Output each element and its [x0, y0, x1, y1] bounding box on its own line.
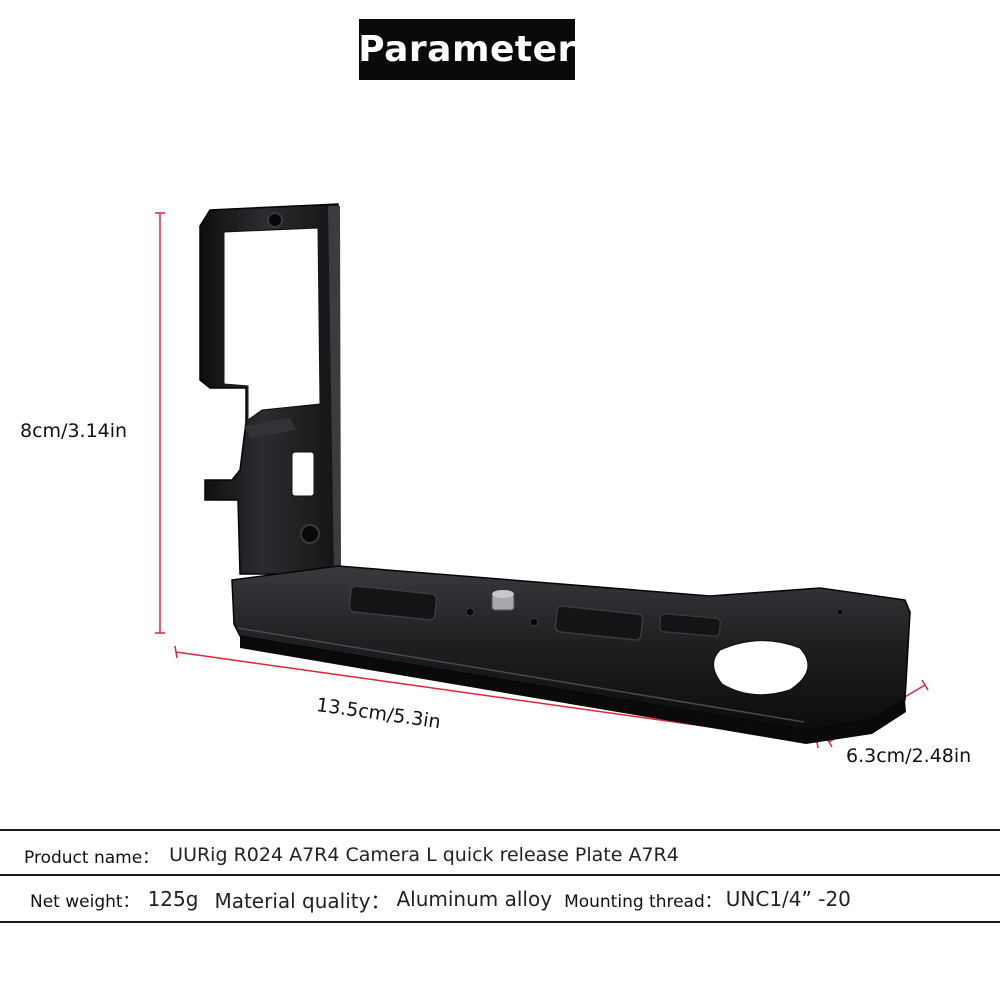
product-illustration — [155, 203, 929, 749]
material-label: Material quality： — [214, 888, 391, 913]
product-name-value: UURig R024 A7R4 Camera L quick release P… — [169, 844, 679, 866]
net-weight-label: Net weight： — [30, 891, 140, 912]
net-weight-value: 125g — [147, 887, 199, 911]
heading: Parameter — [358, 29, 576, 70]
spec-table-middle-rule — [0, 874, 1000, 876]
dimension-height-label: 8cm/3.14in — [20, 420, 128, 442]
spec-table-bottom-rule — [0, 921, 1000, 923]
l-bracket-base-plate — [231, 565, 911, 744]
product-name-label: Product name： — [24, 847, 160, 868]
spec-row-product-name: Product name： UURig R024 A7R4 Camera L q… — [0, 833, 1000, 877]
mounting-thread-label: Mounting thread： — [564, 891, 722, 912]
mounting-thread-value: UNC1/4” -20 — [725, 887, 851, 911]
l-bracket-vertical-arm — [199, 203, 341, 578]
spec-row-details: Net weight： 125g Material quality： Alumi… — [0, 877, 1000, 921]
dimension-depth-label: 6.3cm/2.48in — [846, 745, 972, 767]
dimension-line-height — [155, 212, 165, 634]
heading-box: Parameter — [358, 19, 576, 80]
spec-table-top-rule — [0, 829, 1000, 831]
material-value: Aluminum alloy — [396, 887, 553, 911]
